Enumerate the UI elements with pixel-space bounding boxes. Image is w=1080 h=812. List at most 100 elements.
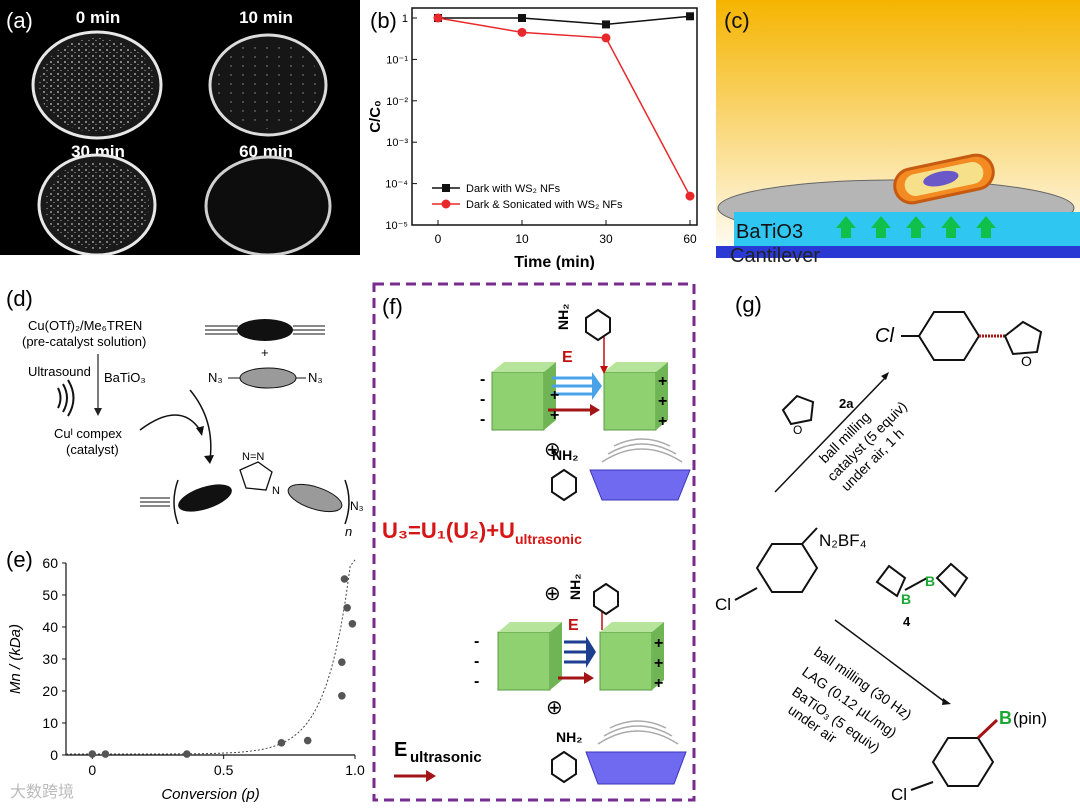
data-point bbox=[303, 736, 312, 745]
svg-text:⊕: ⊕ bbox=[546, 697, 563, 719]
svg-text:O: O bbox=[793, 423, 802, 437]
legend-label-1: Dark & Sonicated with WS₂ NFs bbox=[466, 199, 623, 211]
biaryl-product: Cl O bbox=[875, 311, 1043, 369]
series-line-1 bbox=[437, 17, 691, 197]
y-tick-label: 30 bbox=[42, 651, 58, 667]
panel-a: (a) 0 min 10 min 30 min 60 min bbox=[0, 0, 360, 255]
piezo-mechanism: (f) E NH₂ + + + + + - - - ⊕ bbox=[372, 282, 696, 802]
data-point bbox=[277, 739, 286, 747]
svg-text:-: - bbox=[480, 371, 485, 388]
panel-g: (g) Cl O O 2a ball milling catalyst (5 e… bbox=[705, 282, 1080, 804]
svg-text:+: + bbox=[658, 413, 667, 430]
panel-b-label: (b) bbox=[370, 8, 397, 33]
panel-c: BaTiO3 Cantilever (c) bbox=[716, 0, 1080, 267]
svg-text:-: - bbox=[474, 673, 479, 690]
data-point-0 bbox=[686, 12, 694, 21]
panel-e-label: (e) bbox=[6, 547, 33, 572]
petri-dishes bbox=[31, 30, 332, 255]
sound-wave-icon bbox=[57, 379, 75, 417]
ultrasound-label: Ultrasound bbox=[28, 364, 91, 379]
svg-text:N=N: N=N bbox=[242, 451, 264, 463]
svg-text:NH₂: NH₂ bbox=[556, 729, 582, 745]
legend-marker-0 bbox=[442, 184, 450, 192]
bottom-assembly: E ⊕ NH₂ - - - + + + bbox=[474, 574, 664, 692]
svg-text:+: + bbox=[654, 675, 663, 692]
data-point bbox=[183, 750, 191, 758]
dish-0-min bbox=[31, 30, 163, 140]
dish-30-min bbox=[37, 153, 157, 255]
top-assembly: E NH₂ + + + + + - - - bbox=[480, 304, 668, 431]
svg-text:+: + bbox=[550, 387, 559, 404]
boronate-product: B (pin) Cl bbox=[891, 708, 1047, 804]
catalyst-name: Cuᴵ compex bbox=[54, 426, 122, 441]
cantilever-bar bbox=[716, 246, 1080, 258]
y-tick-label: 0 bbox=[50, 747, 58, 763]
svg-text:N₃: N₃ bbox=[350, 499, 364, 513]
y-tick-label: 60 bbox=[42, 555, 58, 571]
svg-text:N₃: N₃ bbox=[208, 370, 223, 385]
batio3-layer bbox=[734, 212, 1080, 246]
y-tick-label: 40 bbox=[42, 619, 58, 635]
x-tick-label: 0 bbox=[88, 762, 96, 778]
y-tick-label: 10⁻³ bbox=[386, 137, 408, 149]
x-tick-label: 0 bbox=[435, 232, 442, 246]
diazide-monomer: N₃ N₃ bbox=[208, 367, 323, 389]
y-tick-label: 50 bbox=[42, 587, 58, 603]
svg-text:ultrasonic: ultrasonic bbox=[410, 749, 482, 766]
svg-text:NH₂: NH₂ bbox=[567, 574, 583, 600]
svg-text:4: 4 bbox=[903, 614, 911, 629]
svg-text:B: B bbox=[999, 708, 1012, 728]
svg-text:+: + bbox=[658, 373, 667, 390]
panel-f-label: (f) bbox=[382, 294, 403, 319]
svg-text:Cl: Cl bbox=[875, 325, 894, 347]
time-label-10: 10 min bbox=[239, 8, 293, 27]
svg-text:-: - bbox=[474, 653, 479, 670]
series-line-0 bbox=[438, 15, 691, 26]
fit-curve bbox=[66, 559, 356, 755]
x-tick-label: 30 bbox=[599, 232, 613, 246]
top-transducer: ⊕ NH₂ bbox=[544, 438, 691, 502]
data-point-0 bbox=[602, 20, 610, 29]
y-tick-label: 20 bbox=[42, 683, 58, 699]
y-tick-label: 10⁻⁵ bbox=[385, 220, 408, 232]
x-tick-label: 60 bbox=[683, 232, 697, 246]
svg-text:Cl: Cl bbox=[891, 785, 907, 804]
svg-text:NH₂: NH₂ bbox=[552, 447, 578, 463]
data-point bbox=[340, 575, 349, 583]
time-label-0: 0 min bbox=[75, 8, 121, 27]
data-point-1 bbox=[433, 13, 443, 23]
svg-text:+: + bbox=[654, 655, 663, 672]
panel-c-label: (c) bbox=[724, 8, 750, 33]
y-axis-label: C/C₀ bbox=[367, 100, 384, 133]
y-tick-label: 10 bbox=[42, 715, 58, 731]
data-point-0 bbox=[518, 14, 526, 22]
data-point-1 bbox=[601, 33, 611, 43]
svg-text:-: - bbox=[474, 633, 479, 650]
dish-60-min bbox=[204, 155, 332, 255]
y-axis-label: Mn / (kDa) bbox=[7, 624, 24, 694]
data-point-1 bbox=[517, 27, 527, 37]
cantilever-schematic: BaTiO3 Cantilever (c) bbox=[716, 0, 1080, 267]
y-tick-label: 1 bbox=[402, 13, 408, 25]
data-point bbox=[348, 620, 357, 628]
y-tick-label: 10⁻² bbox=[386, 96, 408, 108]
svg-text:NH₂: NH₂ bbox=[555, 304, 571, 330]
svg-text:N₂BF₄: N₂BF₄ bbox=[819, 531, 867, 550]
svg-text:B: B bbox=[925, 573, 935, 589]
polytriazole-product: N=N N N₃ n bbox=[140, 451, 364, 539]
batio3-label: BaTiO₃ bbox=[104, 370, 146, 385]
svg-text:2a: 2a bbox=[839, 396, 854, 411]
furan-reagent: O 2a bbox=[781, 394, 854, 437]
dish-10-min bbox=[208, 33, 328, 137]
svg-text:E: E bbox=[568, 617, 579, 634]
batio3-text: BaTiO3 bbox=[736, 221, 803, 243]
mechanochemical-scheme: (g) Cl O O 2a ball milling catalyst (5 e… bbox=[715, 292, 1047, 804]
panel-a-label: (a) bbox=[6, 8, 33, 33]
b2pin2-reagent: B B 4 bbox=[875, 562, 969, 629]
data-point bbox=[88, 750, 97, 758]
svg-text:Cl: Cl bbox=[715, 595, 731, 614]
data-point bbox=[101, 750, 110, 758]
